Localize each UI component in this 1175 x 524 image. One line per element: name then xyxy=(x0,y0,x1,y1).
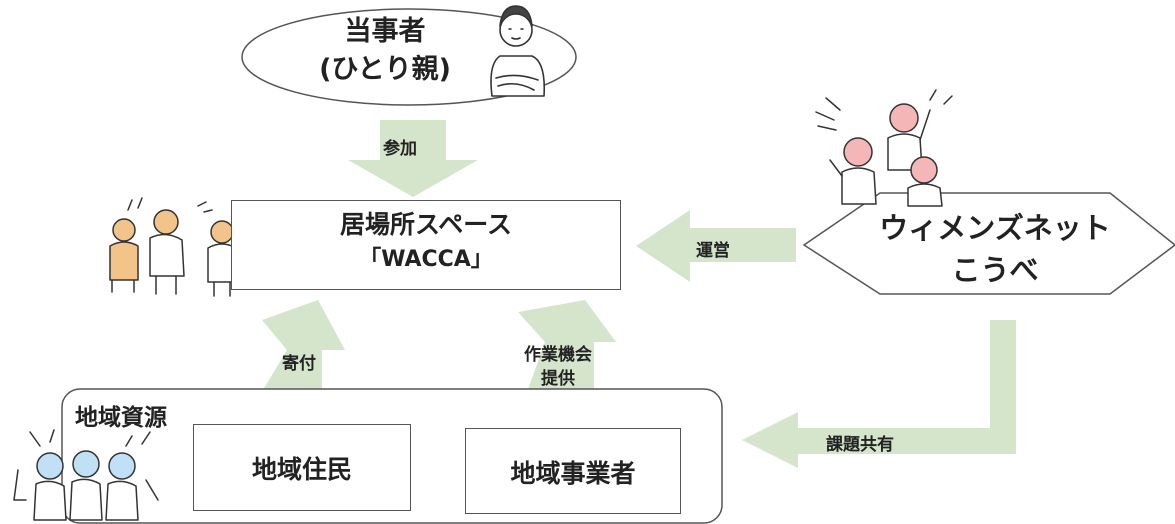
residents-label: 地域住民 xyxy=(251,455,352,484)
arrow-donate xyxy=(260,300,345,395)
arrow-share xyxy=(742,320,1016,468)
edge-label-donate: 寄付 xyxy=(282,354,316,374)
arrow-operate xyxy=(636,210,796,282)
party-label-line1: 当事者 xyxy=(344,16,426,47)
edge-label-participate: 参加 xyxy=(383,139,417,159)
edge-label-operate: 運営 xyxy=(696,241,730,261)
residents-box xyxy=(193,424,411,511)
parent-person-icon xyxy=(490,5,546,97)
space-label-line1: 居場所スペース xyxy=(339,210,512,239)
resources-title: 地域資源 xyxy=(75,405,167,431)
arrow-participate xyxy=(348,120,478,197)
space-label-line2: 「WACCA」 xyxy=(359,247,493,272)
org-label-line1: ウィメンズネット xyxy=(879,211,1111,245)
edge-label-work-line1: 作業機会 xyxy=(524,345,592,365)
edge-label-share: 課題共有 xyxy=(826,435,894,455)
space-box xyxy=(231,200,621,290)
edge-label-work-line2: 提供 xyxy=(541,369,575,389)
org-label-line2: こうべ xyxy=(951,253,1039,287)
cheering-residents-icon xyxy=(13,429,159,521)
arrow-work xyxy=(518,300,616,395)
party-label-line2: (ひとり親) xyxy=(319,54,451,85)
chatting-women-icon xyxy=(109,197,237,297)
org-hexagon xyxy=(802,192,1175,295)
businesses-label: 地域事業者 xyxy=(510,459,636,488)
businesses-box xyxy=(465,428,681,514)
cheering-staff-icon xyxy=(815,89,953,207)
